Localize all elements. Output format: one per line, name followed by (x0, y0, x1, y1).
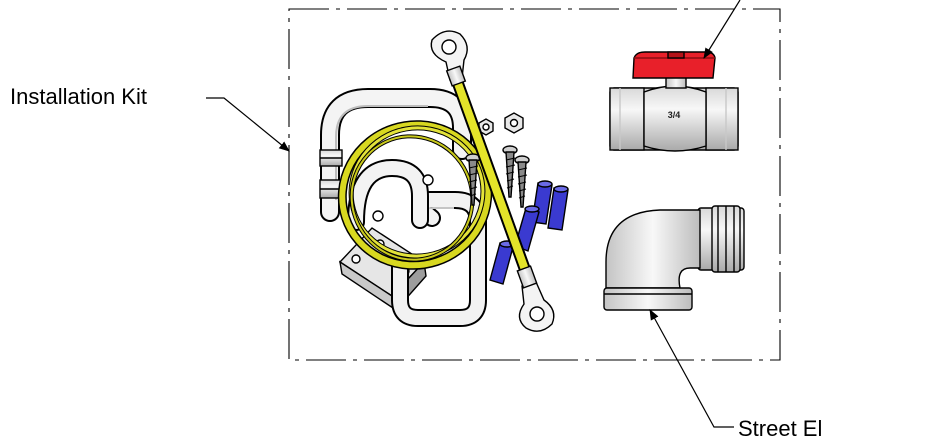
grounding-strap-icon (430, 30, 555, 332)
hex-nut-icon (504, 112, 524, 134)
installation-kit-label: Installation Kit (10, 84, 147, 109)
street-el-leader (649, 309, 734, 428)
street-el-label: Street El (738, 416, 823, 441)
wall-anchor-icon (547, 185, 569, 231)
street-elbow-icon (603, 205, 745, 311)
installation-kit-assembly (319, 30, 569, 332)
u-bolt-icon (347, 158, 434, 231)
valve-size-marking: 3/4 (668, 110, 681, 120)
screw-icon (465, 153, 481, 206)
installation-kit-leader (206, 97, 290, 152)
u-bolt-icon (319, 88, 472, 222)
wall-anchor-icon (514, 205, 540, 252)
screw-icon (502, 145, 518, 198)
valve-leader (703, 0, 741, 59)
kit-boundary-frame (288, 8, 781, 361)
wall-anchor-icon (489, 240, 515, 285)
ball-valve-icon: 3/4 (609, 51, 739, 152)
screw-icon (514, 155, 530, 208)
